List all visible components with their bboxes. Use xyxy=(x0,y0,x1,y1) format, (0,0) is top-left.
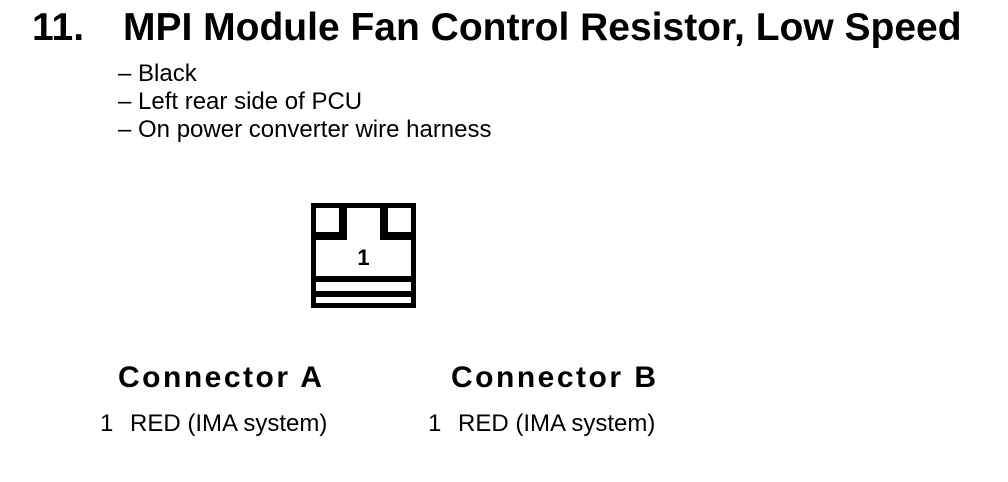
connector-a-pin-label: RED (IMA system) xyxy=(130,410,328,437)
diagram-pin-1-label: 1 xyxy=(357,245,370,270)
connector-b-pin-label: RED (IMA system) xyxy=(458,410,656,437)
diagram-lock-rib-upper xyxy=(316,276,411,282)
connector-b-pin-number: 1 xyxy=(428,410,442,437)
section-number: 11. xyxy=(32,6,85,49)
diagram-right-cavity-left-wall xyxy=(380,208,388,240)
connector-a-title: Connector A xyxy=(118,361,325,394)
connector-diagram: 1 xyxy=(311,203,416,308)
diagram-lock-rib-lower xyxy=(316,291,411,297)
connector-a-pin-row: 1 RED (IMA system) xyxy=(100,410,327,438)
section-title: MPI Module Fan Control Resistor, Low Spe… xyxy=(123,6,962,49)
connector-a-pin-number: 1 xyxy=(100,410,114,437)
diagram-left-cavity-right-wall xyxy=(339,208,347,240)
diagram-right-cavity-bottom-wall xyxy=(380,232,411,240)
detail-list: – Black – Left rear side of PCU – On pow… xyxy=(118,60,492,144)
connector-b-pin-row: 1 RED (IMA system) xyxy=(428,410,655,438)
connector-b-title: Connector B xyxy=(451,361,659,394)
detail-item-location: – Left rear side of PCU xyxy=(118,88,363,115)
detail-item-color: – Black xyxy=(118,60,197,87)
detail-item-harness: – On power converter wire harness xyxy=(118,116,492,143)
diagram-left-cavity-bottom-wall xyxy=(316,232,347,240)
